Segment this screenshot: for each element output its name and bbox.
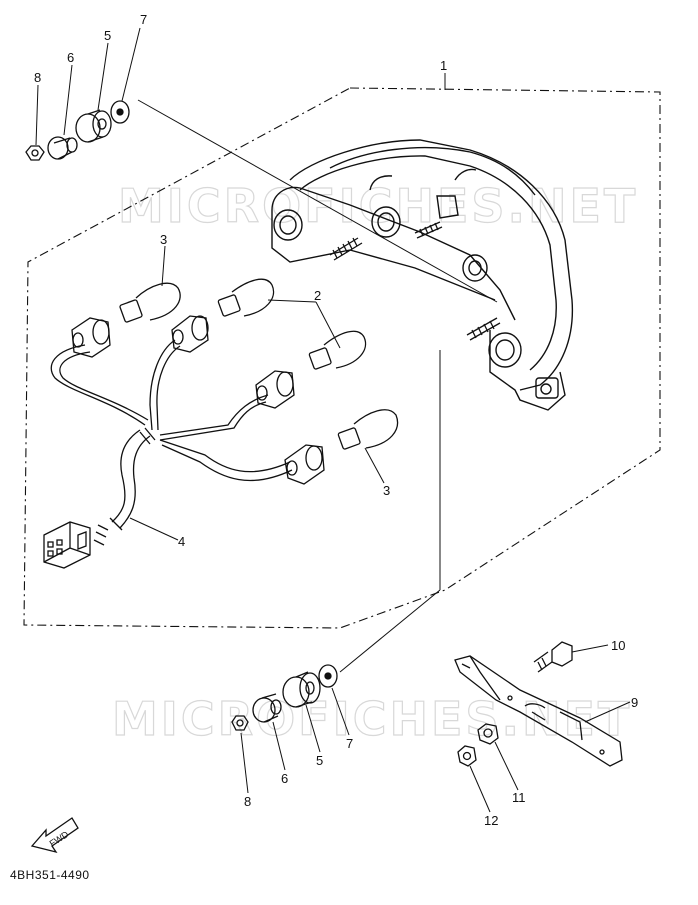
license-bracket-9 — [454, 655, 623, 767]
part-number: 4BH351-4490 — [10, 868, 90, 882]
bulb-2-lower — [308, 330, 367, 370]
washer-7-bottom — [318, 664, 338, 688]
nut-8-bottom — [231, 715, 249, 731]
callout-2: 2 — [314, 288, 321, 303]
nut-8-top — [25, 145, 45, 161]
callout-9: 9 — [631, 695, 638, 710]
callout-6-bottom: 6 — [281, 771, 288, 786]
mount-leader-bottom-2 — [339, 589, 441, 673]
assembly-boundary — [23, 87, 661, 629]
callout-8-top: 8 — [34, 70, 41, 85]
callout-6-top: 6 — [67, 50, 74, 65]
callout-3-upper: 3 — [160, 232, 167, 247]
bulb-sockets — [71, 315, 325, 485]
top-hardware-stack — [25, 100, 130, 161]
bottom-hardware-stack — [231, 664, 338, 731]
callout-7-top: 7 — [140, 12, 147, 27]
wiring-harness — [50, 339, 293, 546]
callout-3-lower: 3 — [383, 483, 390, 498]
housing-studs — [329, 221, 501, 341]
nut-11 — [477, 723, 499, 745]
grommet-5-top — [75, 109, 112, 143]
socket-lower — [284, 444, 325, 485]
callout-1: 1 — [440, 58, 447, 73]
watermark-bottom: MICROFICHES.NET — [112, 692, 632, 746]
bulb-3-lower — [337, 409, 399, 450]
washer-7-top — [110, 100, 130, 124]
socket-top-middle — [171, 315, 209, 353]
callout-12: 12 — [484, 813, 498, 828]
callout-10: 10 — [611, 638, 625, 653]
callout-8-bottom: 8 — [244, 794, 251, 809]
fwd-arrow-icon: FWD — [30, 817, 79, 854]
socket-middle — [255, 370, 295, 409]
taillight-housing — [271, 139, 574, 411]
harness-connector — [43, 521, 91, 569]
collar-6-top — [47, 136, 78, 160]
callout-5-bottom: 5 — [316, 753, 323, 768]
bulb-3-upper — [119, 282, 181, 323]
collar-6-bottom — [252, 693, 282, 723]
mount-leader-top — [137, 99, 498, 303]
grommet-5-bottom — [282, 671, 321, 708]
callout-5-top: 5 — [104, 28, 111, 43]
callout-11: 11 — [512, 790, 526, 805]
callout-7-bottom: 7 — [346, 736, 353, 751]
nut-12 — [457, 745, 477, 767]
bulb-2-upper — [217, 278, 275, 317]
callout-leaders — [35, 27, 631, 813]
callout-4: 4 — [178, 534, 185, 549]
socket-top-left — [71, 317, 111, 358]
bulbs — [119, 278, 399, 450]
bolt-10 — [533, 641, 573, 673]
